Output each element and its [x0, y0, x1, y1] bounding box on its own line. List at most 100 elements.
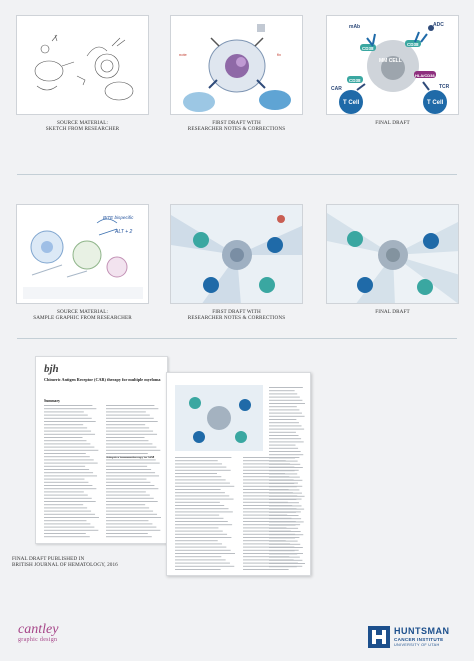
text-line — [269, 547, 303, 548]
text-line — [175, 485, 235, 487]
text-line — [106, 449, 161, 451]
final-panel: mAb ADC CD38 CD38 CD38 MM CELL HLA/CD38 … — [326, 15, 459, 115]
text-line — [269, 406, 297, 408]
text-line — [243, 527, 287, 529]
text-line — [269, 422, 299, 424]
text-line — [175, 460, 218, 462]
text-line — [106, 456, 152, 458]
paper2-content — [175, 385, 305, 570]
draft2-panel — [170, 204, 303, 304]
svg-text:fix: fix — [277, 52, 281, 57]
text-line — [243, 460, 286, 462]
text-line — [175, 479, 226, 481]
text-line — [44, 437, 83, 438]
text-line — [269, 534, 304, 536]
text-line — [44, 453, 86, 454]
text-line — [106, 523, 153, 525]
text-line — [269, 396, 300, 398]
draft1-illustration: note fix — [179, 24, 291, 112]
text-line — [269, 390, 295, 392]
text-line — [269, 550, 295, 552]
text-line — [269, 483, 295, 484]
text-line — [44, 446, 95, 448]
text-line — [106, 472, 156, 474]
text-line — [44, 526, 95, 528]
text-line — [175, 505, 225, 506]
text-line — [106, 443, 153, 445]
text-line — [106, 501, 158, 502]
final-illustration: mAb ADC CD38 CD38 CD38 MM CELL HLA/CD38 … — [331, 22, 450, 114]
divider-1 — [17, 174, 457, 175]
text-line — [175, 543, 223, 545]
text-line — [106, 465, 148, 467]
text-line — [269, 467, 303, 468]
journal-page-1: bjh Chimeric Antigen Receptor (CAR) ther… — [35, 356, 168, 544]
text-line — [269, 505, 302, 507]
text-line — [44, 488, 97, 490]
text-line — [269, 457, 296, 459]
text-line — [44, 408, 97, 410]
text-line — [106, 526, 157, 528]
text-line — [243, 514, 288, 516]
text-line — [106, 411, 146, 413]
draft2-illustration — [171, 205, 302, 303]
text-line — [269, 460, 298, 462]
text-line — [269, 399, 303, 401]
text-line — [175, 508, 229, 510]
journal-page-2 — [166, 372, 311, 576]
huntsman-sub2: UNIVERSITY OF UTAH — [394, 643, 440, 647]
text-line — [269, 511, 296, 513]
text-line — [175, 537, 232, 538]
sample-graphic: BITE bispecific ALT + 2 — [23, 215, 143, 299]
text-line — [106, 414, 150, 416]
text-line — [243, 559, 294, 561]
text-line — [44, 491, 84, 493]
text-line — [269, 447, 299, 449]
text-line — [243, 501, 288, 503]
text-line — [243, 479, 294, 481]
text-line — [106, 517, 161, 518]
text-line — [44, 485, 93, 486]
text-line — [106, 497, 154, 499]
text-line — [175, 530, 223, 532]
researcher-sketch — [34, 34, 134, 101]
text-line — [269, 476, 300, 478]
text-line — [44, 497, 92, 499]
text-line — [269, 463, 301, 465]
text-line — [44, 513, 96, 515]
brand-sub: graphic design — [18, 637, 58, 643]
svg-text:note: note — [179, 52, 188, 57]
text-line — [175, 511, 233, 513]
text-line — [175, 527, 219, 529]
text-line — [106, 475, 160, 477]
sketch-note-2: ALT + 2 — [114, 229, 132, 235]
text-line — [269, 499, 297, 500]
text-line — [106, 417, 154, 419]
text-line — [243, 492, 293, 494]
row1-caption-2: FIRST DRAFT WITH RESEARCHER NOTES & CORR… — [187, 120, 286, 133]
text-line — [175, 489, 221, 490]
text-line — [269, 559, 303, 561]
text-line — [269, 563, 305, 564]
row1-caption-1: SOURCE MATERIAL: SKETCH FROM RESEARCHER — [45, 120, 120, 133]
text-line — [44, 456, 90, 458]
text-line — [269, 403, 305, 404]
label-tcr: TCR — [439, 84, 450, 90]
paper1-text-lines — [44, 405, 161, 538]
text-line — [175, 562, 230, 564]
text-line — [44, 440, 87, 442]
huntsman-sub: CANCER INSTITUTE — [394, 637, 444, 642]
text-line — [106, 510, 154, 512]
text-line — [44, 469, 90, 470]
text-line — [44, 520, 87, 522]
label-adc: ADC — [433, 22, 444, 28]
text-line — [269, 515, 299, 516]
text-line — [269, 419, 297, 420]
text-line — [106, 536, 152, 538]
text-line — [175, 469, 231, 471]
text-line — [269, 441, 304, 443]
text-line — [269, 435, 299, 436]
text-line — [175, 521, 228, 522]
row2-caption-1: SOURCE MATERIAL: SAMPLE GRAPHIC FROM RES… — [33, 309, 132, 322]
text-line — [106, 453, 148, 454]
